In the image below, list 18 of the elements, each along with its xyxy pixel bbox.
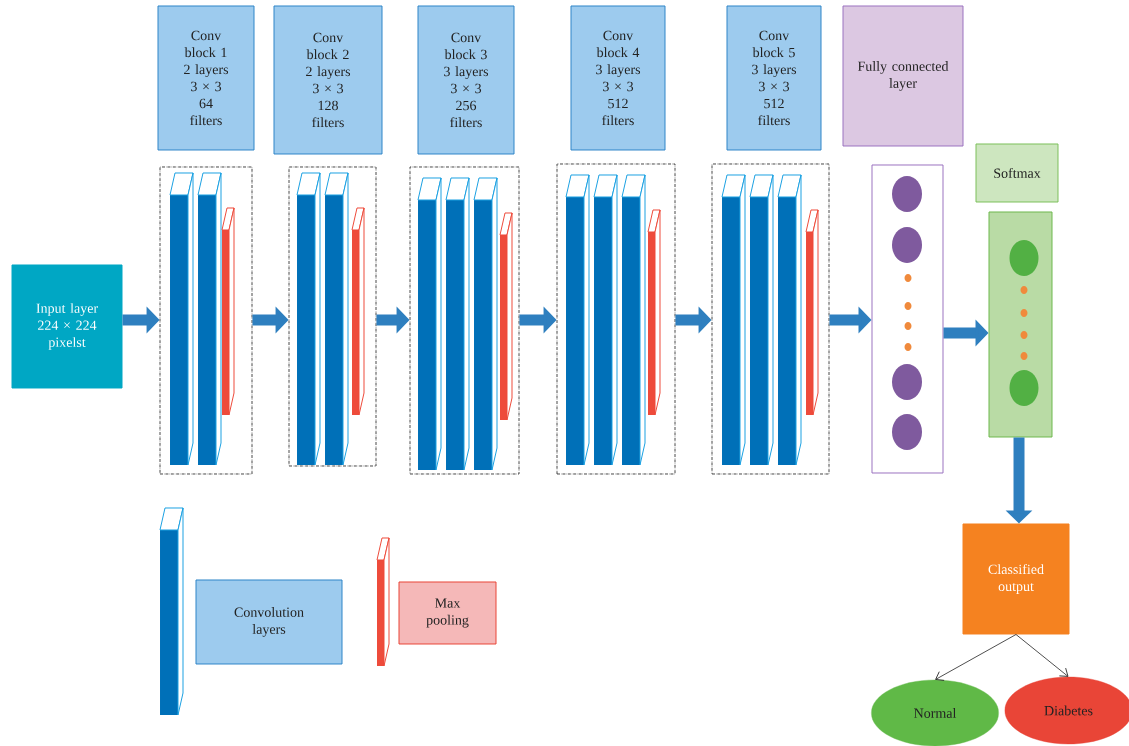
conv-block-box: Conv block 3 3 layers 3 × 3 256 filters [417, 5, 515, 155]
block-frame [409, 166, 520, 475]
block-frame [711, 163, 830, 475]
block-frame [159, 166, 253, 475]
legend-box: Max pooling [398, 581, 497, 645]
block-frame [288, 166, 377, 467]
conv-block-box: Conv block 2 2 layers 3 × 3 128 filters [273, 5, 383, 155]
conv-block-box: Conv block 5 3 layers 3 × 3 512 filters [726, 5, 822, 151]
legend-box: Convolution layers [195, 579, 343, 665]
conv-block-box: Conv block 4 3 layers 3 × 3 512 filters [570, 5, 666, 151]
conv-block-box: Conv block 1 2 layers 3 × 3 64 filters [157, 5, 255, 151]
block-frame [556, 163, 676, 475]
input-box: Input layer 224 × 224 pixelst [11, 264, 123, 389]
arrow [935, 634, 1017, 681]
fully-connected-box: Fully connected layer [842, 5, 964, 147]
softmax-box: Softmax [975, 143, 1059, 203]
arrow [1015, 634, 1069, 677]
output-box: Classified output [962, 523, 1070, 635]
